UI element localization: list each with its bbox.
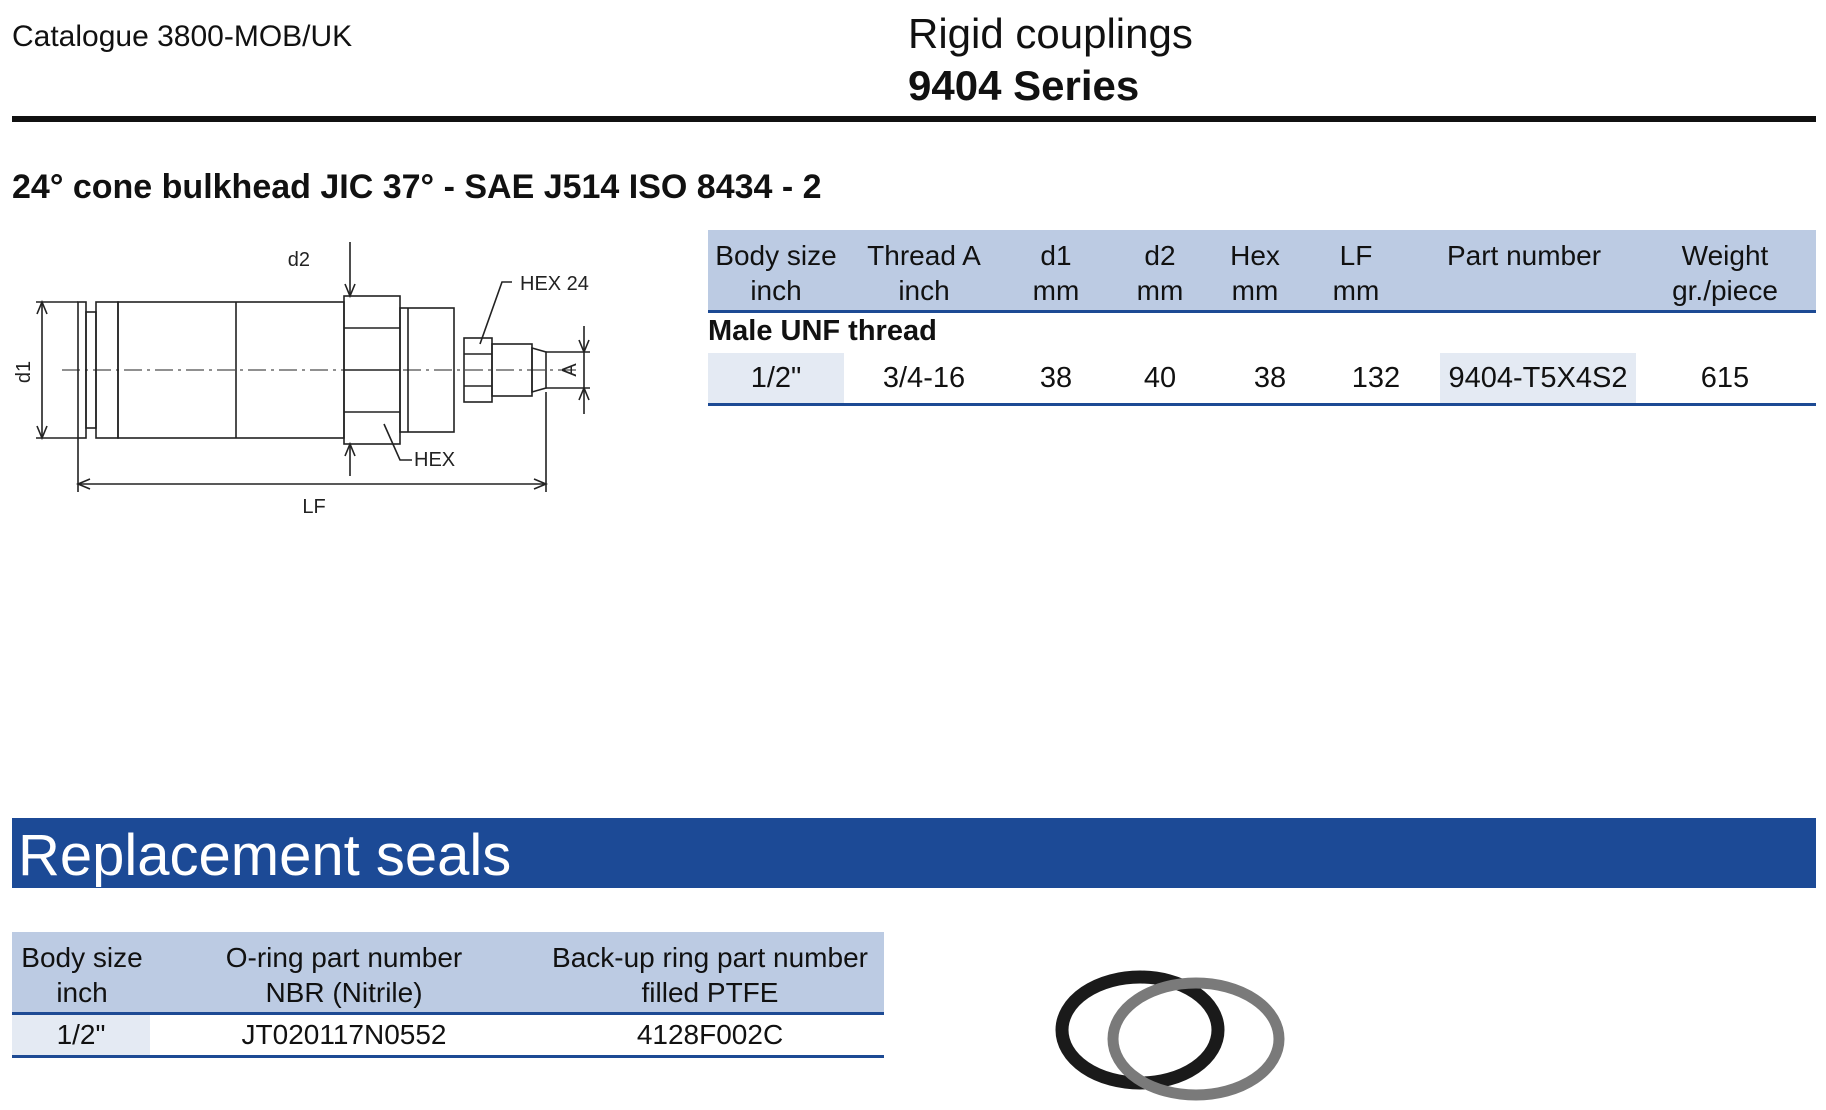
- col-oring: O-ring part number NBR (Nitrile): [152, 940, 536, 1010]
- col-hex-label: Hex: [1230, 240, 1280, 271]
- col-body-size: Body size inch: [708, 238, 844, 308]
- col-backup-ring-label: Back-up ring part number: [552, 942, 868, 973]
- col-d2-unit: mm: [1136, 275, 1184, 306]
- section-heading: Male UNF thread: [708, 313, 1816, 353]
- col-d2-label: d2: [1144, 240, 1176, 271]
- col-hex-unit: mm: [1231, 275, 1279, 306]
- cell-part-number: 9404-T5X4S2: [1440, 353, 1636, 403]
- col-d1-label: d1: [1040, 240, 1072, 271]
- banner-title: Replacement seals: [18, 823, 512, 888]
- col-d1-unit: mm: [1032, 275, 1080, 306]
- col-body-size-unit: inch: [750, 275, 802, 306]
- col-seal-body-size-unit: inch: [56, 977, 108, 1008]
- cell-d1: 38: [1039, 362, 1073, 394]
- col-weight: Weight gr./piece: [1634, 238, 1816, 308]
- cell-thread-a: 3/4-16: [882, 362, 966, 394]
- cell-backup-ring: 4128F002C: [636, 1019, 784, 1050]
- col-body-size-label: Body size: [715, 240, 837, 271]
- col-d1: d1 mm: [1004, 238, 1108, 308]
- d2-label: d2: [288, 249, 310, 271]
- cell-hex: 38: [1253, 362, 1287, 394]
- col-backup-ring-material: filled PTFE: [641, 977, 779, 1008]
- col-lf-label: LF: [1339, 240, 1373, 271]
- col-lf-unit: mm: [1332, 275, 1380, 306]
- col-oring-label: O-ring part number: [225, 942, 463, 973]
- col-hex: Hex mm: [1212, 238, 1298, 308]
- lf-label: LF: [302, 496, 325, 518]
- spec-table-header: Body size inch Thread A inch d1 mm d2 mm…: [708, 230, 1816, 313]
- section-heading-label: Male UNF thread: [708, 315, 937, 347]
- seal-rings-image: [1055, 970, 1285, 1101]
- cell-lf: 132: [1351, 362, 1401, 394]
- page-title: Rigid couplings: [908, 10, 1193, 57]
- a-label: A: [559, 363, 581, 377]
- seals-table-header: Body size inch O-ring part number NBR (N…: [12, 932, 884, 1015]
- col-oring-material: NBR (Nitrile): [265, 977, 423, 1008]
- col-weight-unit: gr./piece: [1672, 275, 1778, 306]
- table-row: 1/2" 3/4-16 38 40 38 132 9404-T5X4S2 615: [708, 353, 1816, 406]
- catalogue-number: Catalogue 3800-MOB/UK: [12, 20, 353, 53]
- hex24-label: HEX 24: [520, 273, 589, 295]
- cell-seal-body-size: 1/2": [12, 1015, 150, 1055]
- backup-ring: [1107, 977, 1285, 1101]
- col-thread-a: Thread A inch: [844, 238, 1004, 308]
- cell-weight: 615: [1700, 362, 1750, 394]
- col-weight-label: Weight: [1681, 240, 1769, 271]
- table-row: 1/2" JT020117N0552 4128F002C: [12, 1015, 884, 1058]
- product-heading: 24° cone bulkhead JIC 37° - SAE J514 ISO…: [12, 168, 822, 206]
- col-thread-a-unit: inch: [898, 275, 950, 306]
- col-d2: d2 mm: [1108, 238, 1212, 308]
- d1-label: d1: [13, 361, 35, 383]
- col-seal-body-size: Body size inch: [12, 940, 152, 1010]
- replacement-seals-banner: Replacement seals: [12, 818, 1816, 888]
- col-thread-a-label: Thread A: [867, 240, 981, 271]
- col-seal-body-size-label: Body size: [21, 942, 143, 973]
- coupling-drawing: d2 HEX 24 d1 A HEX LF: [13, 242, 590, 518]
- col-part-number-label: Part number: [1446, 240, 1602, 271]
- col-lf: LF mm: [1298, 238, 1414, 308]
- cell-d2: 40: [1143, 362, 1177, 394]
- header-rule: [12, 116, 1816, 122]
- cell-body-size: 1/2": [708, 353, 844, 403]
- col-backup-ring: Back-up ring part number filled PTFE: [536, 940, 884, 1010]
- col-part-number: Part number: [1414, 238, 1634, 273]
- cell-oring: JT020117N0552: [241, 1019, 447, 1050]
- seals-table: Body size inch O-ring part number NBR (N…: [12, 932, 884, 1058]
- spec-table: Body size inch Thread A inch d1 mm d2 mm…: [708, 230, 1816, 406]
- series-title: 9404 Series: [908, 62, 1140, 109]
- hex-label: HEX: [414, 449, 455, 471]
